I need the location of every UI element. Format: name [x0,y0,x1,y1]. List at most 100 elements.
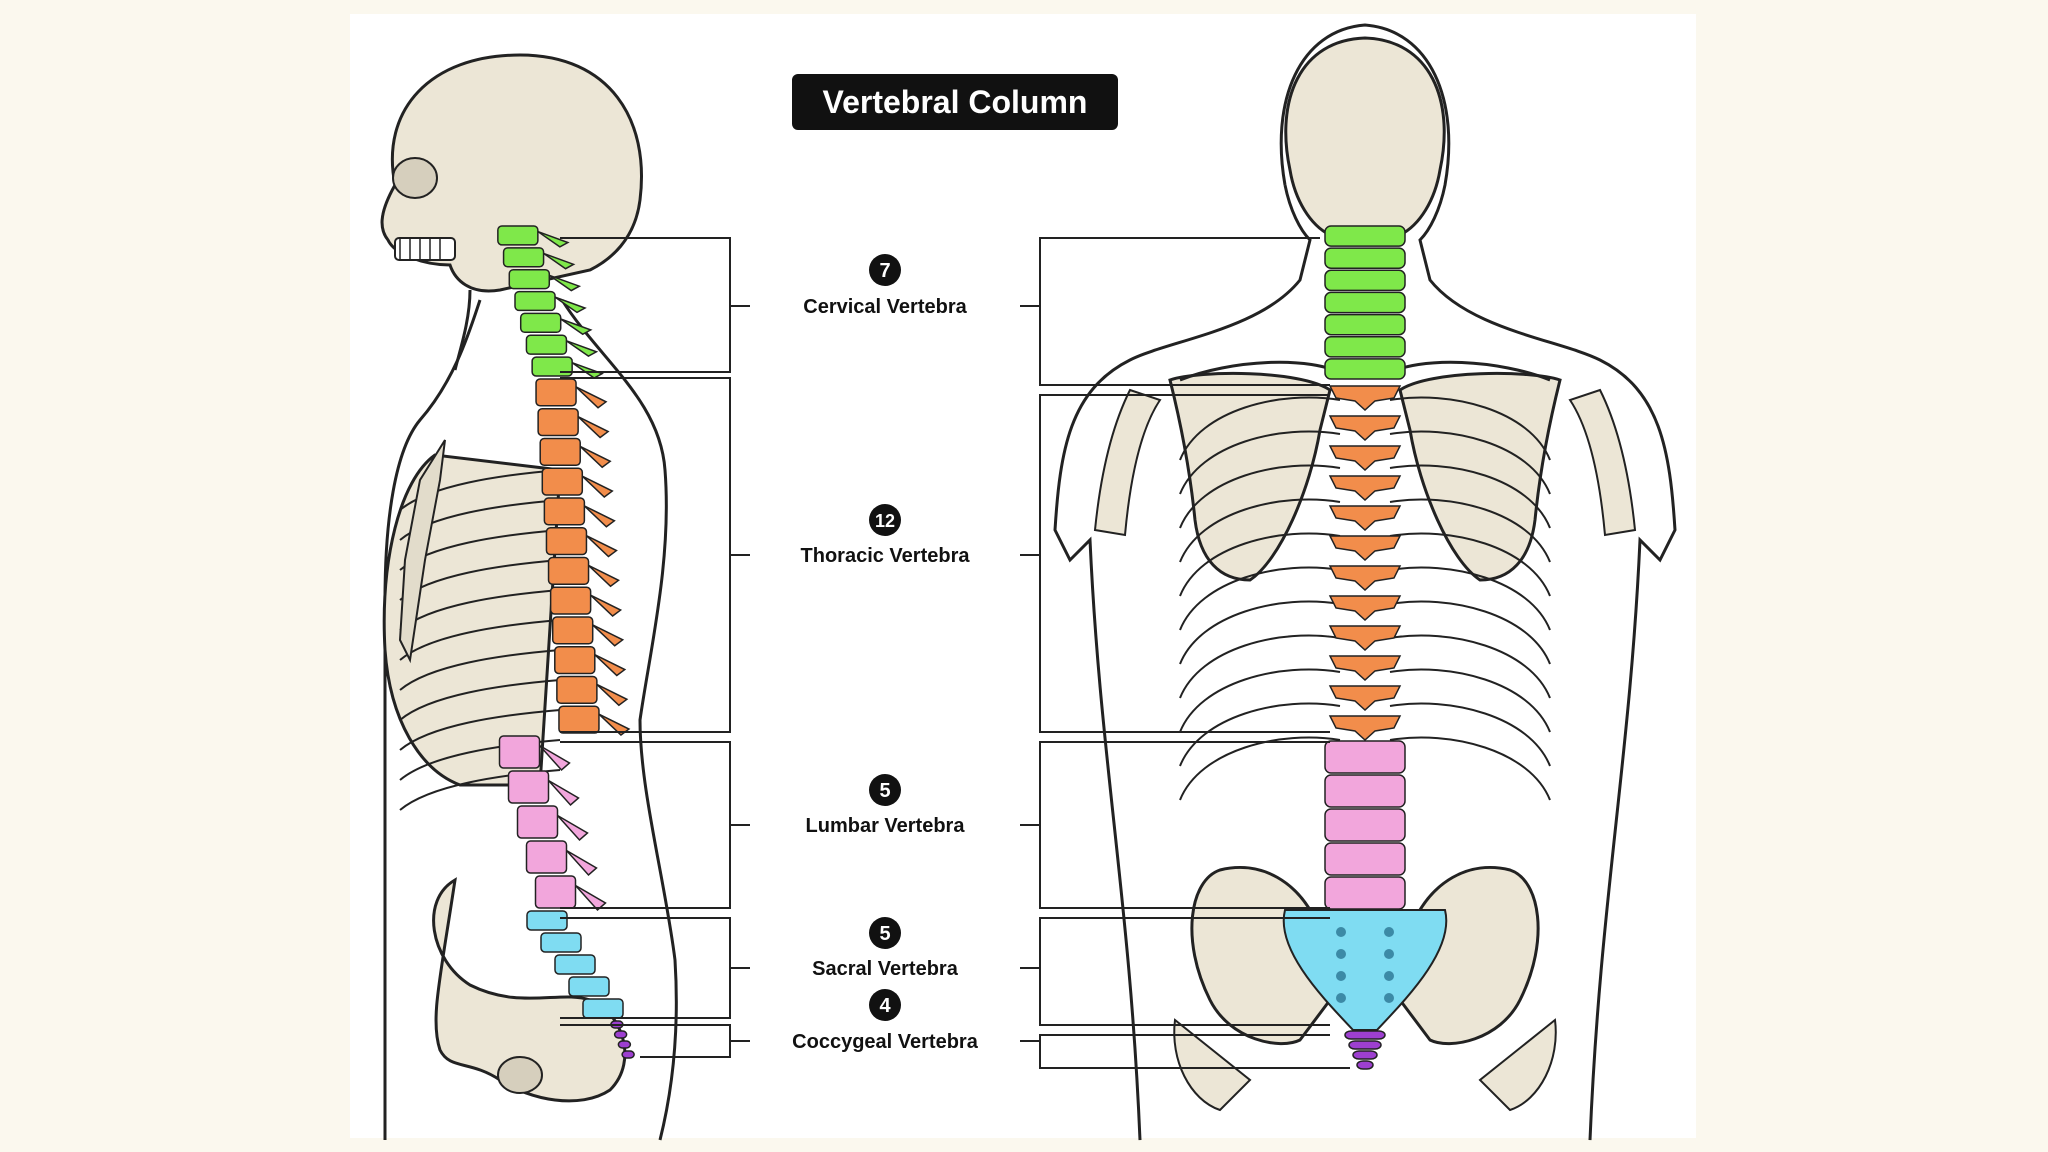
vertebra [1328,655,1402,682]
vertebra [1324,269,1406,292]
left-bracket [560,741,750,909]
right-bracket [1020,741,1330,909]
side-view-figure [380,53,678,1141]
vertebra [1324,842,1406,876]
right-bracket [1020,1034,1350,1069]
vertebra [545,527,588,556]
spinous-process [565,849,598,877]
spinous-process [588,564,620,588]
spinous-process [581,475,614,498]
left-bracket [560,1024,750,1058]
vertebra [1324,247,1406,270]
rib-line [1179,464,1341,529]
count-badge [869,254,901,286]
vertebra [1328,445,1402,472]
vertebra [514,290,556,312]
rib-line [1179,668,1341,733]
vertebra [556,675,598,704]
back-spine-sacral-vertebra [1282,909,1448,1031]
count-badge [869,774,901,806]
vertebra [613,1030,628,1039]
rib-line [1389,600,1551,665]
spinous-process [560,318,593,336]
region-name: Cervical Vertebra [803,296,967,318]
vertebra [558,705,600,734]
rib-line [1389,396,1551,461]
side-spine-coccygeal-vertebra [610,1020,635,1059]
sacral-foramen [1336,927,1346,937]
vertebra [526,910,568,931]
rib-line [1389,702,1551,767]
rib-line [399,679,561,721]
vertebra [519,312,562,334]
spinous-process [574,884,607,912]
vertebra [508,268,551,290]
vertebra [617,1040,632,1049]
spinous-process [577,416,610,439]
vertebra [568,976,610,997]
region-name: Coccygeal Vertebra [792,1031,979,1053]
vertebra [549,586,592,615]
count-text: 4 [879,995,891,1017]
spinous-process [547,779,580,807]
rib-line [1179,566,1341,631]
vertebra [547,556,590,585]
back-spine-thoracic-vertebra [1328,385,1402,742]
sacral-foramen [1336,993,1346,1003]
spinous-process [543,252,576,270]
rib-line [1179,498,1341,563]
spinous-process [538,744,571,772]
vertebra [1328,685,1402,712]
vertebra [534,875,577,909]
count-text: 12 [875,511,895,531]
left-bracket [560,917,750,1019]
spinous-process [583,505,616,528]
spinous-process [575,386,608,409]
vertebra [535,378,577,407]
vertebra [1352,1050,1378,1060]
vertebra [497,225,539,246]
count-text: 7 [879,260,890,282]
spinous-process [594,654,627,677]
rib-line [1389,498,1551,563]
right-bracket [1020,917,1330,1026]
spinous-process [554,296,587,314]
sacral-foramen [1336,949,1346,959]
vertebra [1328,715,1402,742]
spinous-process [596,683,629,707]
rib-line [399,649,561,691]
vertebra [541,467,584,496]
vertebra [1344,1030,1386,1040]
title-text: Vertebral Column [823,84,1088,120]
spinous-process [566,340,599,358]
back-spine-cervical-vertebra [1324,225,1406,380]
vertebra [1324,358,1406,380]
vertebra [531,356,573,377]
vertebra [507,770,550,804]
vertebra [551,616,594,645]
back-spine-coccygeal-vertebra [1344,1030,1386,1070]
rib-line [1179,702,1341,767]
rib-line [399,709,561,751]
rib-line [399,619,561,661]
count-badge [869,504,901,536]
vertebra [537,408,579,437]
region-name: Lumbar Vertebra [806,815,966,837]
sacral-foramen [1336,971,1346,981]
rib-line [1179,600,1341,665]
back-view-figure [1053,23,1677,1141]
vertebra [1328,475,1402,502]
vertebra [1328,565,1402,592]
sacrum [1282,909,1448,1031]
vertebra [621,1050,635,1059]
left-bracket [560,237,750,373]
side-spine-sacral-vertebra [526,910,624,1019]
rib-line [1179,430,1341,495]
vertebra [502,247,545,268]
spinous-process [579,445,612,469]
vertebra [1324,313,1406,336]
